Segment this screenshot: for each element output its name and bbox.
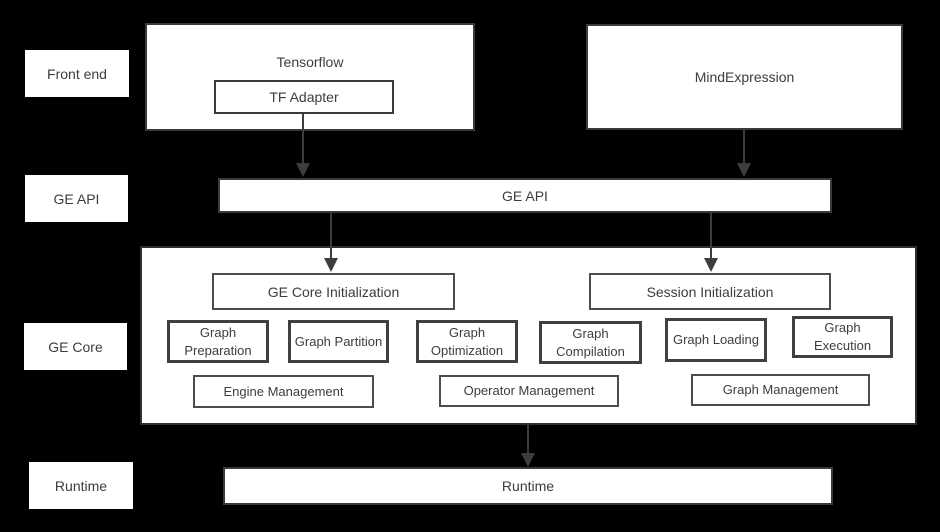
arrow-shaft — [330, 213, 332, 258]
arrow-down-icon — [704, 258, 718, 272]
graph-loading-box: Graph Loading — [665, 318, 767, 362]
layer-label-ge-api: GE API — [25, 175, 128, 222]
runtime-bar: Runtime — [223, 467, 833, 505]
arrow-shaft — [527, 425, 529, 453]
ge-core-container: GE Core Initialization Session Initializ… — [140, 246, 917, 425]
layer-label-front-end: Front end — [25, 50, 129, 97]
layer-label-ge-core: GE Core — [24, 323, 127, 370]
arrow-down-icon — [296, 163, 310, 177]
graph-execution-box: Graph Execution — [792, 316, 893, 358]
arrow-down-icon — [324, 258, 338, 272]
arrow-shaft — [710, 213, 712, 258]
graph-preparation-box: Graph Preparation — [167, 320, 269, 363]
arrow-shaft — [302, 114, 304, 163]
graph-optimization-box: Graph Optimization — [416, 320, 518, 363]
arrow-down-icon — [737, 163, 751, 177]
arrow-down-icon — [521, 453, 535, 467]
mindexpression-box: MindExpression — [586, 24, 903, 130]
ge-api-bar: GE API — [218, 178, 832, 213]
tensorflow-label: Tensorflow — [276, 54, 344, 70]
session-initialization-box: Session Initialization — [589, 273, 831, 310]
arrow-ge-api-to-ge-core-init — [324, 213, 338, 272]
graph-partition-box: Graph Partition — [288, 320, 389, 363]
layer-label-runtime: Runtime — [29, 462, 133, 509]
arrow-ge-api-to-session-init — [704, 213, 718, 272]
ge-core-initialization-box: GE Core Initialization — [212, 273, 455, 310]
tensorflow-box: Tensorflow TF Adapter — [145, 23, 475, 131]
arrow-ge-core-to-runtime — [521, 425, 535, 467]
engine-management-box: Engine Management — [193, 375, 374, 408]
operator-management-box: Operator Management — [439, 375, 619, 407]
arrow-shaft — [743, 130, 745, 163]
graph-management-box: Graph Management — [691, 374, 870, 406]
graph-compilation-box: Graph Compilation — [539, 321, 642, 364]
tf-adapter-box: TF Adapter — [214, 80, 394, 114]
arrow-tf-adapter-to-ge-api — [296, 114, 310, 177]
arrow-mindexpression-to-ge-api — [737, 130, 751, 177]
